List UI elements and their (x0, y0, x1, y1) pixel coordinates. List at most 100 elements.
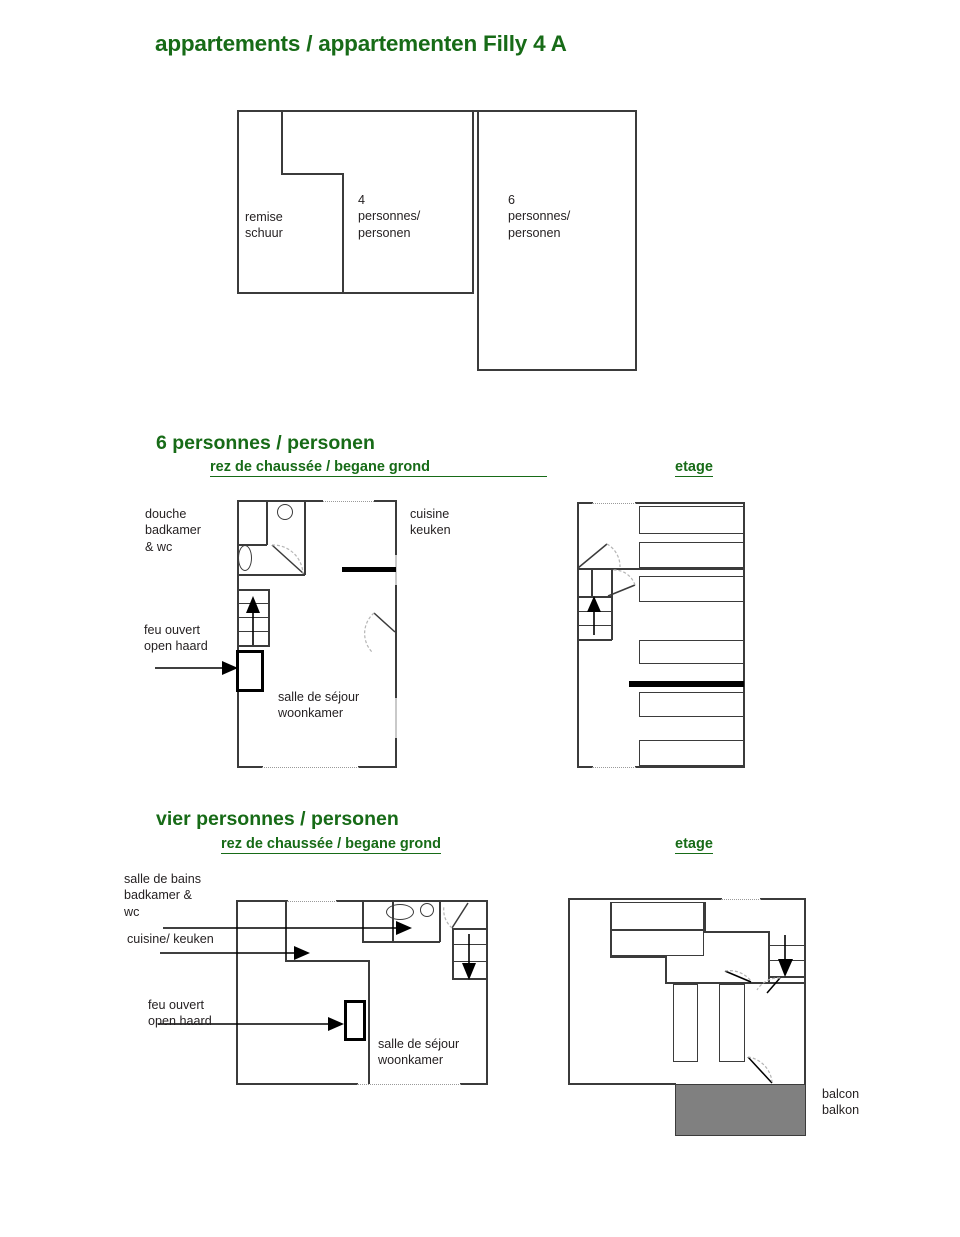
overview-label-remise: remise schuur (245, 210, 283, 241)
four-ground-wall-top-right (336, 900, 487, 902)
four-ground-partition-vertical-left (285, 900, 287, 962)
six-ground-label-fireplace: feu ouvert open haard (144, 623, 208, 654)
six-ground-wall-top-right (374, 500, 397, 502)
four-etage-bed-4 (719, 984, 745, 1062)
four-ground-stair-wall-left (452, 928, 454, 980)
six-ground-wall-bottom-left (237, 766, 263, 768)
four-etage-stair-tread-2 (768, 960, 805, 962)
section-six-etage-label-text: etage (675, 459, 713, 477)
four-etage-stair-tread-1 (768, 945, 805, 947)
six-etage-bed-3 (639, 576, 744, 602)
four-etage-wall-bottom (568, 1083, 676, 1085)
overview-remise-wall-top (237, 110, 282, 112)
overview-four-wall-right (472, 110, 474, 294)
four-ground-wall-right (486, 900, 488, 1085)
four-ground-label-fireplace: feu ouvert open haard (148, 998, 212, 1029)
four-ground-label-kitchen: cuisine/ keuken (127, 932, 214, 946)
overview-remise-wall-left (237, 110, 239, 294)
site-overview-plan: remise schuur 4 personnes/ personen 6 pe… (0, 0, 960, 400)
overview-label-six-person: 6 personnes/ personen (508, 193, 571, 240)
four-etage-window-top (721, 899, 761, 900)
six-ground-wall-right (395, 500, 397, 768)
four-etage-topright-wall-bottom (704, 931, 770, 933)
six-etage-bed-2 (639, 542, 744, 568)
four-ground-bath-wall-left (362, 900, 364, 942)
four-ground-label-living: salle de séjour woonkamer (378, 1037, 460, 1068)
six-etage-stair-wall-bottom (578, 639, 612, 641)
four-ground-fireplace-icon (344, 1000, 366, 1041)
six-person-etage-plan (577, 502, 745, 768)
six-ground-bath-wall-bottom (237, 574, 305, 576)
six-ground-wall-top-left (237, 500, 323, 502)
overview-six-wall-left (477, 110, 479, 371)
four-etage-stair-tread-3 (768, 976, 805, 978)
six-ground-toilet-icon (277, 504, 293, 520)
section-six-ground-label-text: rez de chaussée / begane grond (210, 459, 547, 477)
four-ground-label-bathroom: salle de bains badkamer & wc (124, 872, 202, 919)
four-etage-topright-wall-left (704, 902, 706, 932)
four-etage-partition-step-horizontal (610, 956, 666, 958)
four-etage-bed-1 (610, 902, 704, 930)
four-etage-wall-top-left (568, 898, 722, 900)
four-ground-bath-wall-bottom (362, 941, 440, 943)
section-four-etage-label: etage (675, 836, 713, 854)
four-etage-bed-3 (673, 984, 698, 1062)
six-etage-bed-6 (639, 740, 744, 766)
six-ground-label-kitchen: cuisine keuken (410, 507, 451, 538)
section-six-heading: 6 personnes / personen (156, 432, 375, 454)
overview-six-wall-bottom (477, 369, 636, 371)
six-ground-wall-bottom-right (358, 766, 397, 768)
four-etage-wall-top-right (760, 898, 806, 900)
six-etage-stair-inner-wall (591, 569, 593, 596)
four-etage-wall-left (568, 898, 570, 1085)
section-four-ground-label-text: rez de chaussée / begane grond (221, 836, 441, 854)
section-six-etage-label: etage (675, 459, 713, 477)
six-ground-stair-wall-top (238, 589, 269, 591)
overview-notch-vertical (281, 110, 283, 174)
four-person-etage-plan (568, 898, 806, 1136)
four-etage-wall-right (804, 898, 806, 1085)
six-ground-wall-left (237, 500, 239, 768)
overview-six-wall-right (635, 110, 637, 371)
four-ground-window-top (287, 901, 337, 902)
four-ground-stair-tread-1 (452, 928, 487, 930)
overview-remise-wall-right (342, 173, 344, 293)
six-etage-wall-right (743, 502, 745, 768)
six-ground-label-living: salle de séjour woonkamer (278, 690, 360, 721)
six-etage-wall-top-left (577, 502, 593, 504)
six-ground-window-bottom (262, 767, 359, 768)
six-etage-window-bottom (592, 767, 636, 768)
section-four-ground-label: rez de chaussée / begane grond (221, 836, 441, 854)
six-ground-bath-divider-vertical (266, 500, 268, 545)
four-ground-partition-vertical-right (368, 960, 370, 1084)
four-ground-bath-wall-right (439, 900, 441, 942)
four-ground-partition-horizontal (285, 960, 370, 962)
four-ground-bathtub-icon (386, 904, 414, 920)
four-etage-balcony (675, 1084, 806, 1136)
overview-label-four-person: 4 personnes/ personen (358, 193, 421, 240)
four-etage-stair-wall-left (768, 931, 770, 983)
overview-six-wall-top (472, 110, 637, 112)
overview-notch-horizontal (281, 173, 343, 175)
six-etage-wall-left (577, 502, 579, 768)
section-four-heading: vier personnes / personen (156, 808, 399, 830)
six-etage-stair-tread-3 (578, 625, 612, 627)
six-etage-bed-4 (639, 640, 744, 664)
six-etage-heavy-divider (629, 681, 744, 687)
six-ground-bath-wall-right (304, 500, 306, 575)
four-ground-basin-icon (420, 903, 434, 917)
six-etage-stair-wall-right (611, 569, 613, 640)
overview-remise-wall-bottom (237, 292, 473, 294)
four-ground-wall-top-left (236, 900, 288, 902)
six-ground-kitchen-counter (342, 567, 396, 572)
four-etage-partition-lower-horizontal (665, 982, 804, 984)
overview-four-wall-top (281, 110, 474, 112)
section-four-etage-label-text: etage (675, 836, 713, 854)
six-etage-window-top (592, 503, 636, 504)
six-etage-partition-horizontal (577, 568, 744, 570)
six-etage-bed-5 (639, 692, 744, 717)
four-ground-wall-bottom-left (236, 1083, 358, 1085)
six-ground-label-bathroom: douche badkamer & wc (145, 507, 202, 554)
four-etage-bed-2 (610, 930, 704, 956)
